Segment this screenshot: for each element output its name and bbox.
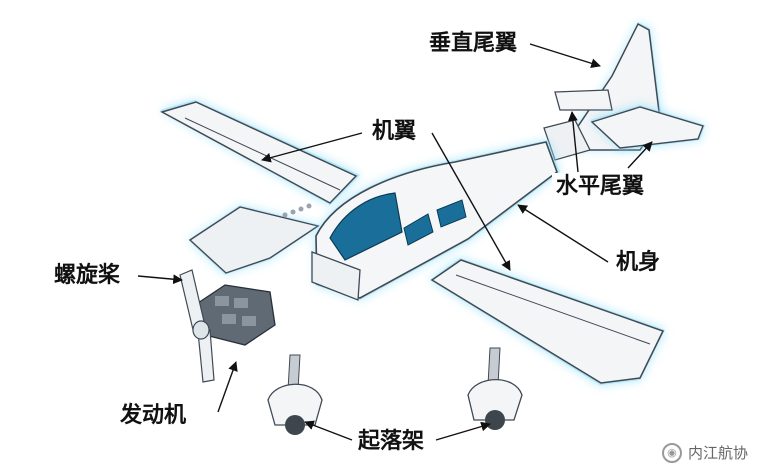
landing-gear-right <box>467 347 523 430</box>
fuselage <box>311 140 560 301</box>
label-propeller: 螺旋桨 <box>50 262 125 290</box>
label-landing-gear: 起落架 <box>354 428 429 456</box>
label-wing: 机翼 <box>368 118 421 146</box>
horizontal-tail <box>543 105 705 161</box>
watermark: ◉ 内江航协 <box>661 442 748 463</box>
watermark-text: 内江航协 <box>687 444 748 462</box>
landing-gear-left <box>267 354 323 435</box>
label-fuselage: 机身 <box>612 249 665 277</box>
wechat-icon: ◉ <box>661 442 682 463</box>
propeller <box>179 269 215 383</box>
label-vertical-tail: 垂直尾翼 <box>425 30 522 58</box>
leader-lines <box>137 43 653 441</box>
engine <box>194 284 276 346</box>
left-wing <box>160 100 360 275</box>
label-engine: 发动机 <box>116 402 191 430</box>
right-wing <box>430 258 665 385</box>
label-horizontal-tail: 水平尾翼 <box>552 173 649 201</box>
